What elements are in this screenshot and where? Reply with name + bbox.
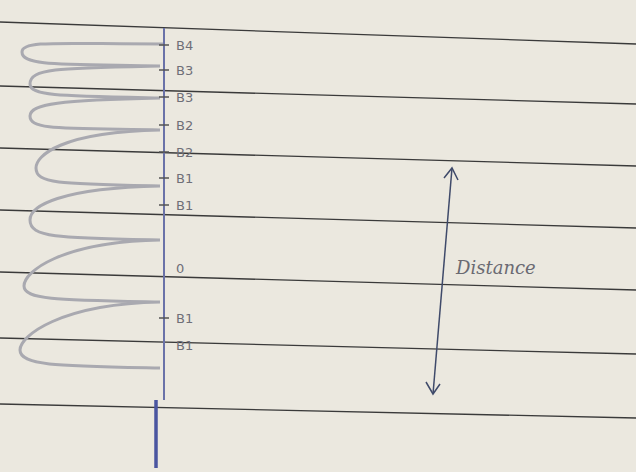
vertical-axis [163, 28, 165, 400]
tick-label: B3 [176, 91, 193, 104]
vertical-axis-bottom [154, 400, 158, 468]
axis-label: Distance [456, 259, 536, 277]
tick-label: B2 [176, 146, 193, 159]
distance-arrow [426, 168, 458, 394]
ruled-lines [0, 22, 636, 418]
tick-label: B1 [176, 199, 193, 212]
tick-label: B1 [176, 312, 193, 325]
tick-label: 0 [176, 262, 184, 275]
tick-marks [159, 45, 169, 318]
tick-label: B2 [176, 119, 193, 132]
tick-label: B3 [176, 64, 193, 77]
wave-curve [20, 43, 163, 368]
tick-label: B4 [176, 39, 193, 52]
tick-label: B1 [176, 172, 193, 185]
tick-label: B1 [176, 339, 193, 352]
